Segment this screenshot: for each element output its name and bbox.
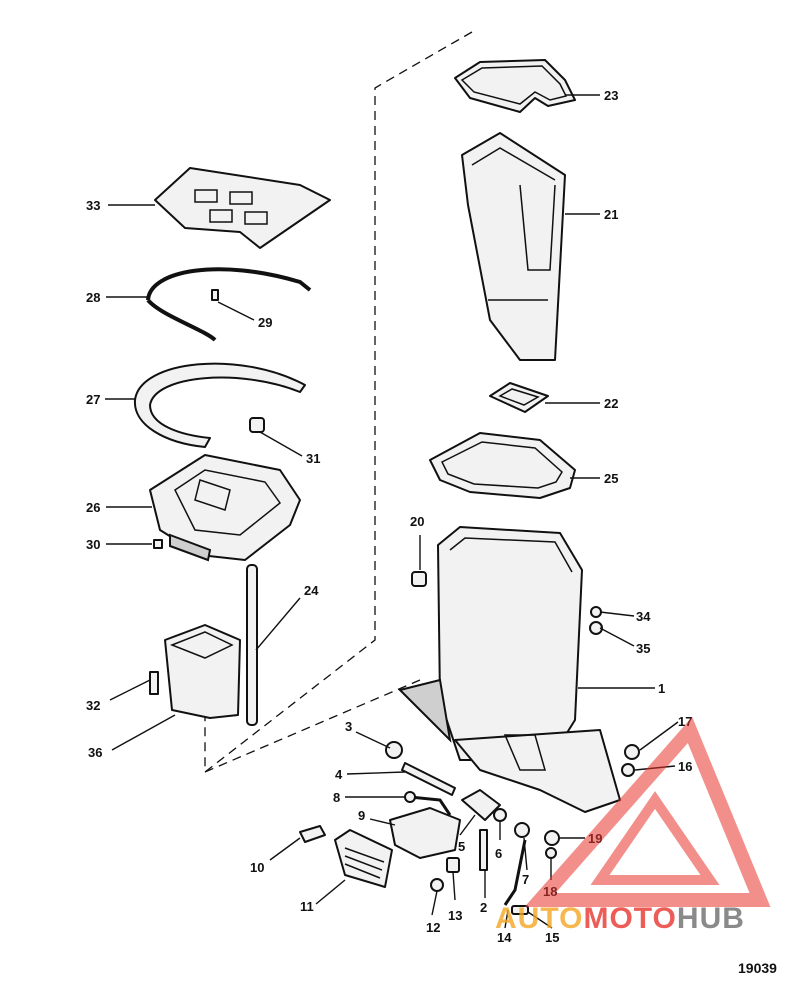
part-18-washer	[545, 847, 557, 859]
part-5-cylinder	[461, 789, 501, 821]
callout-36: 36	[88, 745, 102, 760]
part-32-screw	[149, 671, 159, 695]
callout-20: 20	[410, 514, 424, 529]
callout-6: 6	[495, 846, 502, 861]
callout-33: 33	[86, 198, 100, 213]
assembly-dashed-line-2	[204, 679, 421, 773]
callout-9: 9	[358, 808, 365, 823]
callout-28: 28	[86, 290, 100, 305]
part-14-wire	[503, 839, 527, 906]
part-1-driveshaft-housing	[398, 526, 621, 813]
callout-3: 3	[345, 719, 352, 734]
part-12-screw	[430, 878, 444, 892]
leader-lines	[105, 94, 679, 929]
part-6-washer	[493, 808, 507, 822]
callout-10: 10	[250, 860, 264, 875]
callout-21: 21	[604, 207, 618, 222]
callout-26: 26	[86, 500, 100, 515]
part-35-nut	[589, 621, 603, 635]
callout-35: 35	[636, 641, 650, 656]
callout-16: 16	[678, 759, 692, 774]
part-30-pin	[153, 539, 163, 549]
callout-5: 5	[458, 839, 465, 854]
part-24-water-tube	[246, 564, 258, 726]
callout-27: 27	[86, 392, 100, 407]
automotohub-logo-icon	[524, 716, 771, 907]
part-31-plug	[249, 417, 265, 433]
callout-22: 22	[604, 396, 618, 411]
callout-29: 29	[258, 315, 272, 330]
watermark-hub: HUB	[677, 902, 745, 935]
callout-2: 2	[480, 900, 487, 915]
callout-12: 12	[426, 920, 440, 935]
callout-14: 14	[497, 930, 512, 945]
part-19-nut	[544, 830, 560, 846]
part-27-seal	[133, 362, 306, 448]
callout-4: 4	[335, 767, 343, 782]
callout-13: 13	[448, 908, 462, 923]
part-15-screw	[511, 905, 529, 915]
watermark-moto: MOTO	[583, 902, 676, 935]
part-20-grommet	[411, 571, 427, 587]
part-11-plate	[334, 829, 393, 888]
callout-1: 1	[658, 681, 665, 696]
figure-number: 19039	[738, 960, 777, 976]
part-4-bolt	[401, 762, 456, 796]
callout-32: 32	[86, 698, 100, 713]
callout-11: 11	[300, 899, 314, 914]
watermark-auto: AUTO	[495, 902, 583, 935]
callout-7: 7	[522, 872, 529, 887]
part-2-stud	[479, 829, 488, 871]
part-23-gasket	[454, 59, 576, 113]
part-33-gasket	[154, 167, 331, 249]
part-21-upper-housing	[461, 132, 566, 361]
part-17-nut	[624, 744, 640, 760]
callout-31: 31	[306, 451, 320, 466]
part-16-washer	[621, 763, 635, 777]
part-13-spacer	[446, 857, 460, 873]
part-3-nut	[385, 741, 403, 759]
callout-34: 34	[636, 609, 651, 624]
part-34-washer	[590, 606, 602, 618]
callout-15: 15	[545, 930, 559, 945]
callout-25: 25	[604, 471, 618, 486]
part-7-nut	[514, 822, 530, 838]
part-9-bracket	[389, 807, 461, 859]
callout-24: 24	[304, 583, 319, 598]
part-29-pin	[211, 289, 219, 301]
callout-30: 30	[86, 537, 100, 552]
watermark-text: AUTOMOTOHUB	[495, 902, 745, 935]
part-36-exhaust-block	[164, 624, 241, 719]
part-22-seal	[489, 382, 549, 413]
part-26-adapter-plate	[149, 454, 301, 562]
callout-23: 23	[604, 88, 618, 103]
part-25-gasket	[429, 432, 576, 499]
assembly-dashed-line	[204, 31, 473, 774]
part-10-bolt	[299, 825, 326, 843]
part-28-seal	[146, 267, 312, 342]
callout-8: 8	[333, 790, 340, 805]
